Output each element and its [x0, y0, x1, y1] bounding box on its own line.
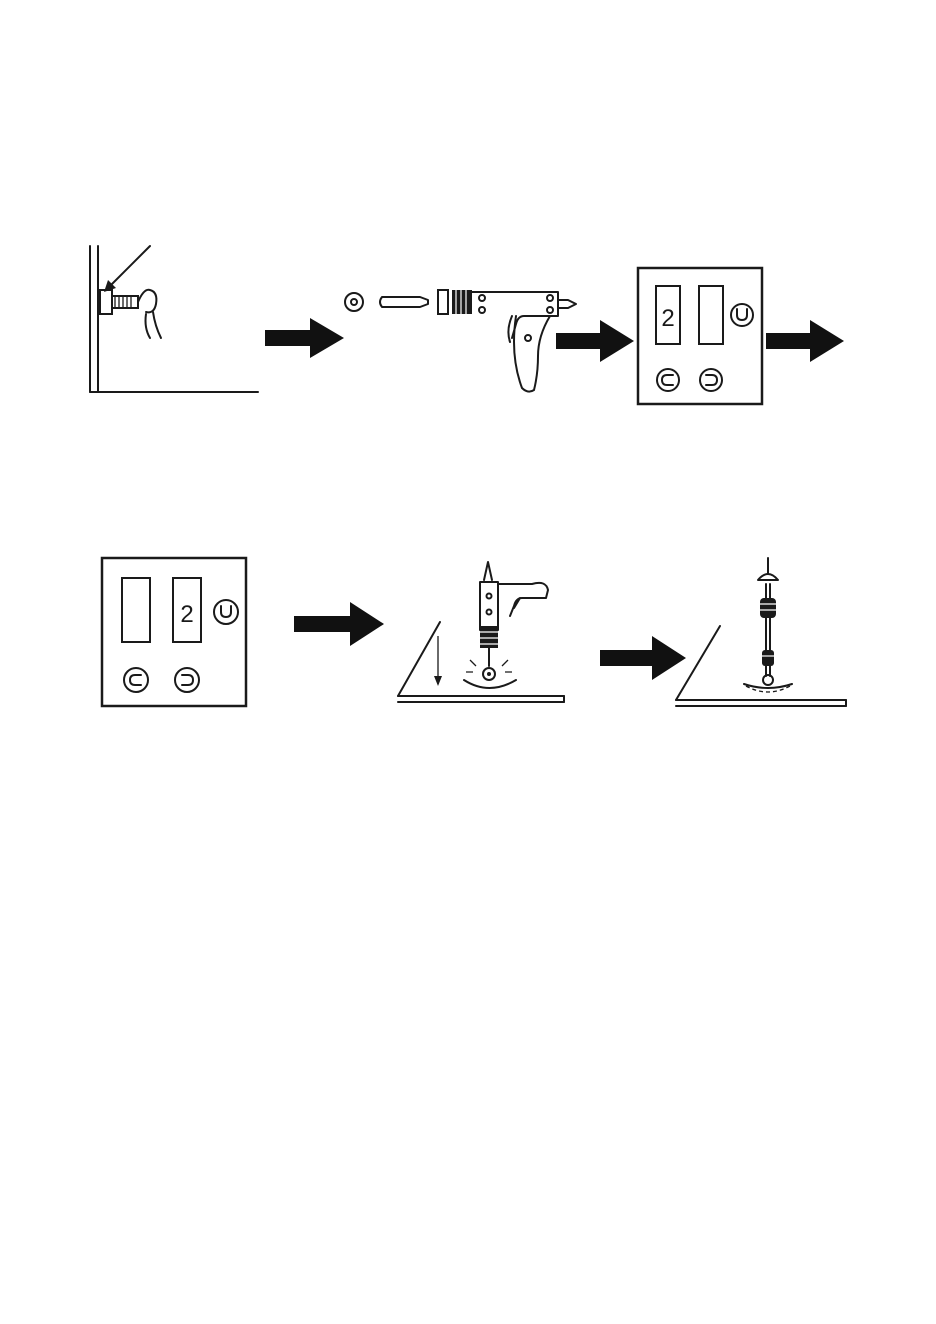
- step-2-stud-welding-gun-illustration: [345, 290, 576, 392]
- plus-button-icon[interactable]: [175, 668, 199, 692]
- control-panel-a: 2: [638, 268, 762, 404]
- right-arrow-icon: [766, 320, 844, 362]
- panel-b-display-left: [122, 578, 150, 642]
- right-arrow-icon: [556, 320, 634, 362]
- mode-button-icon[interactable]: [214, 600, 238, 624]
- step-1-panel-bolt-illustration: [90, 246, 258, 392]
- right-arrow-icon: [294, 602, 384, 646]
- right-arrow-icon: [265, 318, 344, 358]
- plus-button-icon[interactable]: [700, 369, 722, 391]
- control-panel-b: 2: [102, 558, 246, 706]
- minus-button-icon[interactable]: [124, 668, 148, 692]
- panel-a-display-right: [699, 286, 723, 344]
- panel-b-display-right-value: 2: [180, 601, 193, 628]
- mode-button-icon[interactable]: [731, 304, 753, 326]
- step-6-welded-stud-with-puller-illustration: [676, 558, 846, 706]
- minus-button-icon[interactable]: [657, 369, 679, 391]
- panel-a-display-left-value: 2: [661, 305, 674, 332]
- step-5-gun-welding-on-panel-illustration: [398, 562, 564, 702]
- right-arrow-icon: [600, 636, 686, 680]
